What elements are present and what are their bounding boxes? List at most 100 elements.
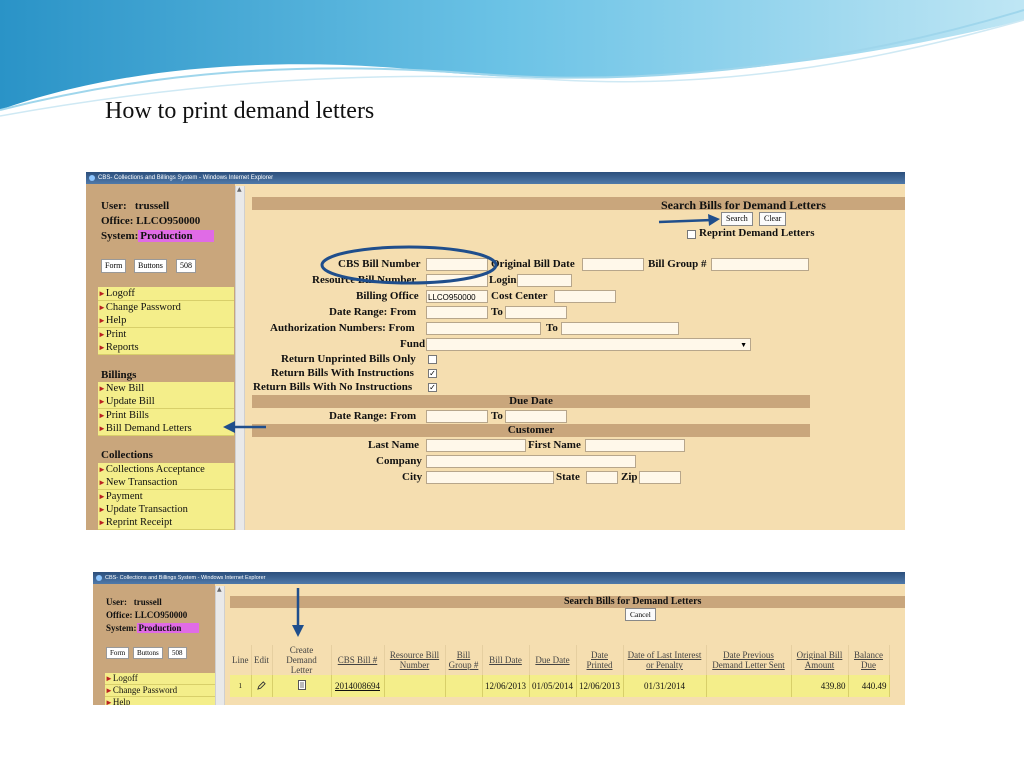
login-label: Login	[489, 274, 517, 286]
vertical-scrollbar[interactable]: ▲	[215, 586, 225, 705]
user-line: User: trussell	[101, 200, 170, 212]
scroll-up-icon[interactable]: ▲	[217, 586, 222, 593]
menu-new-transaction[interactable]: ►New Transaction	[98, 476, 234, 490]
menu-help[interactable]: ►Help	[98, 314, 234, 328]
col-create-demand-letter: Create Demand Letter	[272, 645, 332, 675]
original-bill-date-input[interactable]	[582, 258, 644, 271]
clear-button[interactable]: Clear	[759, 212, 787, 226]
due-date-to-label: To	[491, 410, 503, 422]
cell-balance-due: 440.49	[848, 675, 890, 697]
vertical-scrollbar[interactable]: ▲	[235, 186, 245, 530]
col-bill-group[interactable]: Bill Group #	[445, 645, 483, 675]
cbs-bill-number-input[interactable]	[426, 258, 488, 271]
cost-center-input[interactable]	[554, 290, 616, 303]
col-last-interest[interactable]: Date of Last Interest or Penalty	[623, 645, 707, 675]
zip-input[interactable]	[639, 471, 681, 484]
cell-bill-date: 12/06/2013	[482, 675, 530, 697]
menu-logoff[interactable]: ►Logoff	[105, 673, 215, 685]
last-name-input[interactable]	[426, 439, 526, 452]
col-bill-date[interactable]: Bill Date	[482, 645, 530, 675]
form-button[interactable]: Form	[106, 647, 130, 659]
col-prev-demand-letter[interactable]: Date Previous Demand Letter Sent	[706, 645, 792, 675]
bill-group-input[interactable]	[711, 258, 809, 271]
demand-letters-arrow-icon	[223, 421, 266, 433]
results-screenshot: CBS- Collections and Billings System - W…	[93, 572, 905, 705]
due-date-band: Due Date	[252, 395, 810, 408]
col-due-date[interactable]: Due Date	[529, 645, 577, 675]
508-button[interactable]: 508	[176, 259, 196, 273]
return-no-instructions-label: Return Bills With No Instructions	[253, 381, 413, 393]
edit-pencil-icon[interactable]	[251, 675, 273, 697]
menu-reprint-receipt[interactable]: ►Reprint Receipt	[98, 516, 234, 530]
login-input[interactable]	[517, 274, 572, 287]
cbs-bill-link[interactable]: 2014008694	[331, 675, 385, 697]
col-balance-due[interactable]: Balance Due	[848, 645, 890, 675]
cell-date-printed: 12/06/2013	[576, 675, 624, 697]
office-line: Office: LLCO950000	[106, 610, 188, 620]
col-resource-bill-number[interactable]: Resource Bill Number	[384, 645, 446, 675]
form-button[interactable]: Form	[101, 259, 127, 273]
buttons-button[interactable]: Buttons	[134, 259, 167, 273]
reprint-label: Reprint Demand Letters	[699, 227, 815, 239]
return-no-instructions-checkbox[interactable]: ✓	[428, 383, 437, 392]
return-with-instructions-checkbox[interactable]: ✓	[428, 369, 437, 378]
annotation-overlay	[292, 588, 304, 637]
search-arrow-icon	[658, 214, 720, 226]
cancel-button[interactable]: Cancel	[625, 608, 656, 621]
window-title: CBS- Collections and Billings System - W…	[98, 175, 274, 181]
date-range-from-label: Date Range: From	[329, 306, 417, 318]
cell-last-interest: 01/31/2014	[623, 675, 707, 697]
zip-label: Zip	[621, 471, 638, 483]
due-date-from-input[interactable]	[426, 410, 488, 423]
col-cbs-bill[interactable]: CBS Bill #	[331, 645, 385, 675]
window-title: CBS- Collections and Billings System - W…	[105, 575, 266, 581]
return-unprinted-checkbox[interactable]	[428, 355, 437, 364]
menu-help[interactable]: ►Help	[105, 697, 215, 705]
col-edit: Edit	[251, 645, 273, 675]
company-input[interactable]	[426, 455, 636, 468]
state-label: State	[556, 471, 580, 483]
cell-original-amount: 439.80	[791, 675, 849, 697]
customer-band: Customer	[252, 424, 810, 437]
system-line: System:Production	[106, 623, 199, 633]
dropdown-arrow-icon[interactable]: ▼	[740, 342, 747, 349]
bill-group-label: Bill Group #	[648, 258, 707, 270]
results-header-band	[230, 596, 905, 608]
menu-change-password[interactable]: ►Change Password	[105, 685, 215, 697]
first-name-input[interactable]	[585, 439, 685, 452]
authorization-from-input[interactable]	[426, 322, 541, 335]
office-line: Office: LLCO950000	[101, 215, 201, 227]
cell-due-date: 01/05/2014	[529, 675, 577, 697]
office-code: LLCO950000	[136, 215, 201, 227]
date-range-from-input[interactable]	[426, 306, 488, 319]
scroll-up-icon[interactable]: ▲	[237, 186, 242, 193]
search-button[interactable]: Search	[721, 212, 753, 226]
508-button[interactable]: 508	[168, 647, 187, 659]
results-header-row: Line Edit Create Demand Letter CBS Bill …	[230, 645, 890, 675]
billing-office-input[interactable]: LLCO950000	[426, 290, 488, 303]
col-date-printed[interactable]: Date Printed	[576, 645, 624, 675]
menu-update-bill[interactable]: ►Update Bill	[98, 395, 234, 409]
due-date-to-input[interactable]	[505, 410, 567, 423]
buttons-button[interactable]: Buttons	[133, 647, 163, 659]
create-letter-document-icon[interactable]	[272, 675, 332, 697]
browser-titlebar: CBS- Collections and Billings System - W…	[93, 572, 905, 584]
first-name-label: First Name	[528, 439, 581, 451]
city-input[interactable]	[426, 471, 554, 484]
reprint-checkbox[interactable]	[687, 230, 696, 239]
menu-reports[interactable]: ►Reports	[98, 341, 234, 355]
user-name: trussell	[133, 597, 162, 607]
menu-logoff[interactable]: ►Logoff	[98, 287, 234, 301]
menu-bill-demand-letters[interactable]: ►Bill Demand Letters	[98, 422, 234, 436]
cbs-bill-number-highlight-ellipse	[320, 245, 498, 285]
header-wave-decoration	[0, 0, 1024, 117]
col-original-bill-amount[interactable]: Original Bill Amount	[791, 645, 849, 675]
create-letter-arrow-icon	[292, 588, 304, 637]
office-code: LLCO950000	[134, 610, 188, 620]
fund-select[interactable]: ▼	[426, 338, 751, 351]
state-input[interactable]	[586, 471, 618, 484]
sidebar: User: trussell Office: LLCO950000 System…	[86, 184, 235, 530]
authorization-to-input[interactable]	[561, 322, 679, 335]
date-range-to-input[interactable]	[505, 306, 567, 319]
search-form-title: Search Bills for Demand Letters	[661, 198, 826, 212]
